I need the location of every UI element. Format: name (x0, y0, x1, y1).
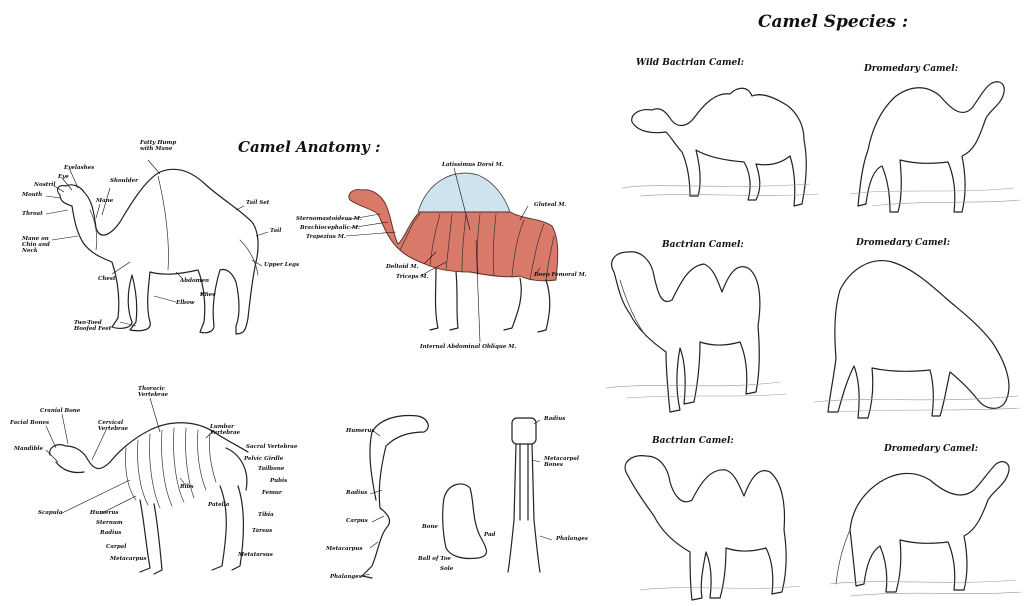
label-eyelashes: Eyelashes (64, 165, 94, 171)
label-foot-bone: Bone (422, 524, 438, 530)
label-mane: Mane (96, 198, 113, 204)
label-shoulder: Shoulder (110, 178, 138, 184)
camel-external-anatomy-drawing (58, 169, 259, 334)
label-fatty-hump: Fatty Hump with Mane (140, 140, 180, 152)
label-sole: Sole (440, 566, 453, 572)
label-tibia: Tibia (258, 512, 274, 518)
bactrian-camel-drawing-2 (625, 456, 800, 600)
label-elbow: Elbow (176, 300, 195, 306)
anatomy-title: Camel Anatomy : (238, 138, 381, 156)
species-title: Camel Species : (758, 12, 908, 32)
dromedary-camel-drawing-1 (850, 82, 1020, 212)
label-tail-set: Tail Set (246, 200, 269, 206)
label-humerus: Humerus (90, 510, 119, 516)
camel-leg-bones-drawing (362, 416, 552, 578)
label-thoracic-vertebrae: Thoracic Vertebrae (138, 386, 172, 398)
label-tailbone: Tailbone (258, 466, 284, 472)
label-nostril: Nostril (34, 182, 55, 188)
label-patella: Patella (208, 502, 229, 508)
species-label-bactrian-2: Bactrian Camel: (652, 436, 734, 446)
dromedary-camel-drawing-3 (830, 462, 1022, 596)
label-pubis: Pubis (270, 478, 287, 484)
label-deep-femoral: Deep Femoral M. (534, 272, 587, 278)
label-throat: Throat (22, 211, 43, 217)
label-leg-metacarpus: Metacarpus (326, 546, 362, 552)
label-tail: Tail (270, 228, 281, 234)
label-foreleg-radius: Radius (544, 416, 565, 422)
species-label-dromedary-1: Dromedary Camel: (864, 64, 958, 74)
label-metacarpal-bones: Metacarpal Bones (544, 456, 580, 468)
dromedary-camel-drawing-2 (814, 261, 1020, 418)
label-mouth: Mouth (22, 192, 42, 198)
label-internal-abdominal-oblique: Internal Abdominal Oblique M. (420, 344, 516, 350)
label-mane-chin-neck: Mane on Chin and Neck (22, 236, 52, 254)
label-carpal: Carpal (106, 544, 126, 550)
species-label-dromedary-2: Dromedary Camel: (856, 238, 950, 248)
label-sternum: Sternum (96, 520, 123, 526)
wild-bactrian-camel-drawing (622, 88, 818, 206)
label-ball-of-toe: Ball of Toe (418, 556, 451, 562)
label-metatarsus: Metatarsus (238, 552, 273, 558)
label-radius: Radius (100, 530, 121, 536)
label-lumbar-vertebrae: Lumbar Vertebrae (210, 424, 244, 436)
label-triceps: Triceps M. (396, 274, 428, 280)
label-mandible: Mandible (14, 446, 43, 452)
label-leg-radius: Radius (346, 490, 367, 496)
species-label-wild-bactrian: Wild Bactrian Camel: (636, 58, 744, 68)
label-tarsus: Tarsus (252, 528, 272, 534)
label-facial-bones: Facial Bones (10, 420, 49, 426)
label-femur: Femur (262, 490, 282, 496)
label-cervical-vertebrae: Cervical Vertebrae (98, 420, 132, 432)
label-leg-carpus: Carpus (346, 518, 368, 524)
label-foreleg-phalanges: Phalanges (556, 536, 588, 542)
label-leg-phalanges: Phalanges (330, 574, 362, 580)
label-sacral-vertebrae: Sacral Vertebrae (246, 444, 297, 450)
label-chest: Chest (98, 276, 116, 282)
label-deltoid: Deltoid M. (386, 264, 418, 270)
label-upper-legs: Upper Legs (264, 262, 299, 268)
label-pelvic-girdle: Pelvic Girdle (244, 456, 283, 462)
label-metacarpus: Metacarpus (110, 556, 146, 562)
label-two-toed-feet: Two-Toed Hoofed Feet (74, 320, 120, 332)
label-latissimus-dorsi: Latissimus Dorsi M. (442, 162, 504, 168)
label-abdomen: Abdomen (180, 278, 209, 284)
label-sternomastoideus: Sternomastoideus M. (296, 216, 362, 222)
label-knee: Knee (200, 292, 216, 298)
camel-muscle-anatomy-drawing (346, 168, 558, 342)
external-anatomy-leader-lines (46, 160, 268, 326)
species-label-bactrian-1: Bactrian Camel: (662, 240, 744, 250)
label-pad: Pad (484, 532, 495, 538)
label-gluteal: Gluteal M. (534, 202, 566, 208)
label-brachiocephalic: Brachiocephalic M. (300, 225, 360, 231)
label-ribs: Ribs (180, 484, 194, 490)
label-cranial-bone: Cranial Bone (40, 408, 80, 414)
label-trapezius: Trapezius M. (306, 234, 346, 240)
label-scapula: Scapula (38, 510, 62, 516)
bactrian-camel-drawing-1 (606, 252, 786, 412)
species-label-dromedary-3: Dromedary Camel: (884, 444, 978, 454)
label-leg-humerus: Humerus (346, 428, 375, 434)
label-eye: Eye (58, 174, 69, 180)
